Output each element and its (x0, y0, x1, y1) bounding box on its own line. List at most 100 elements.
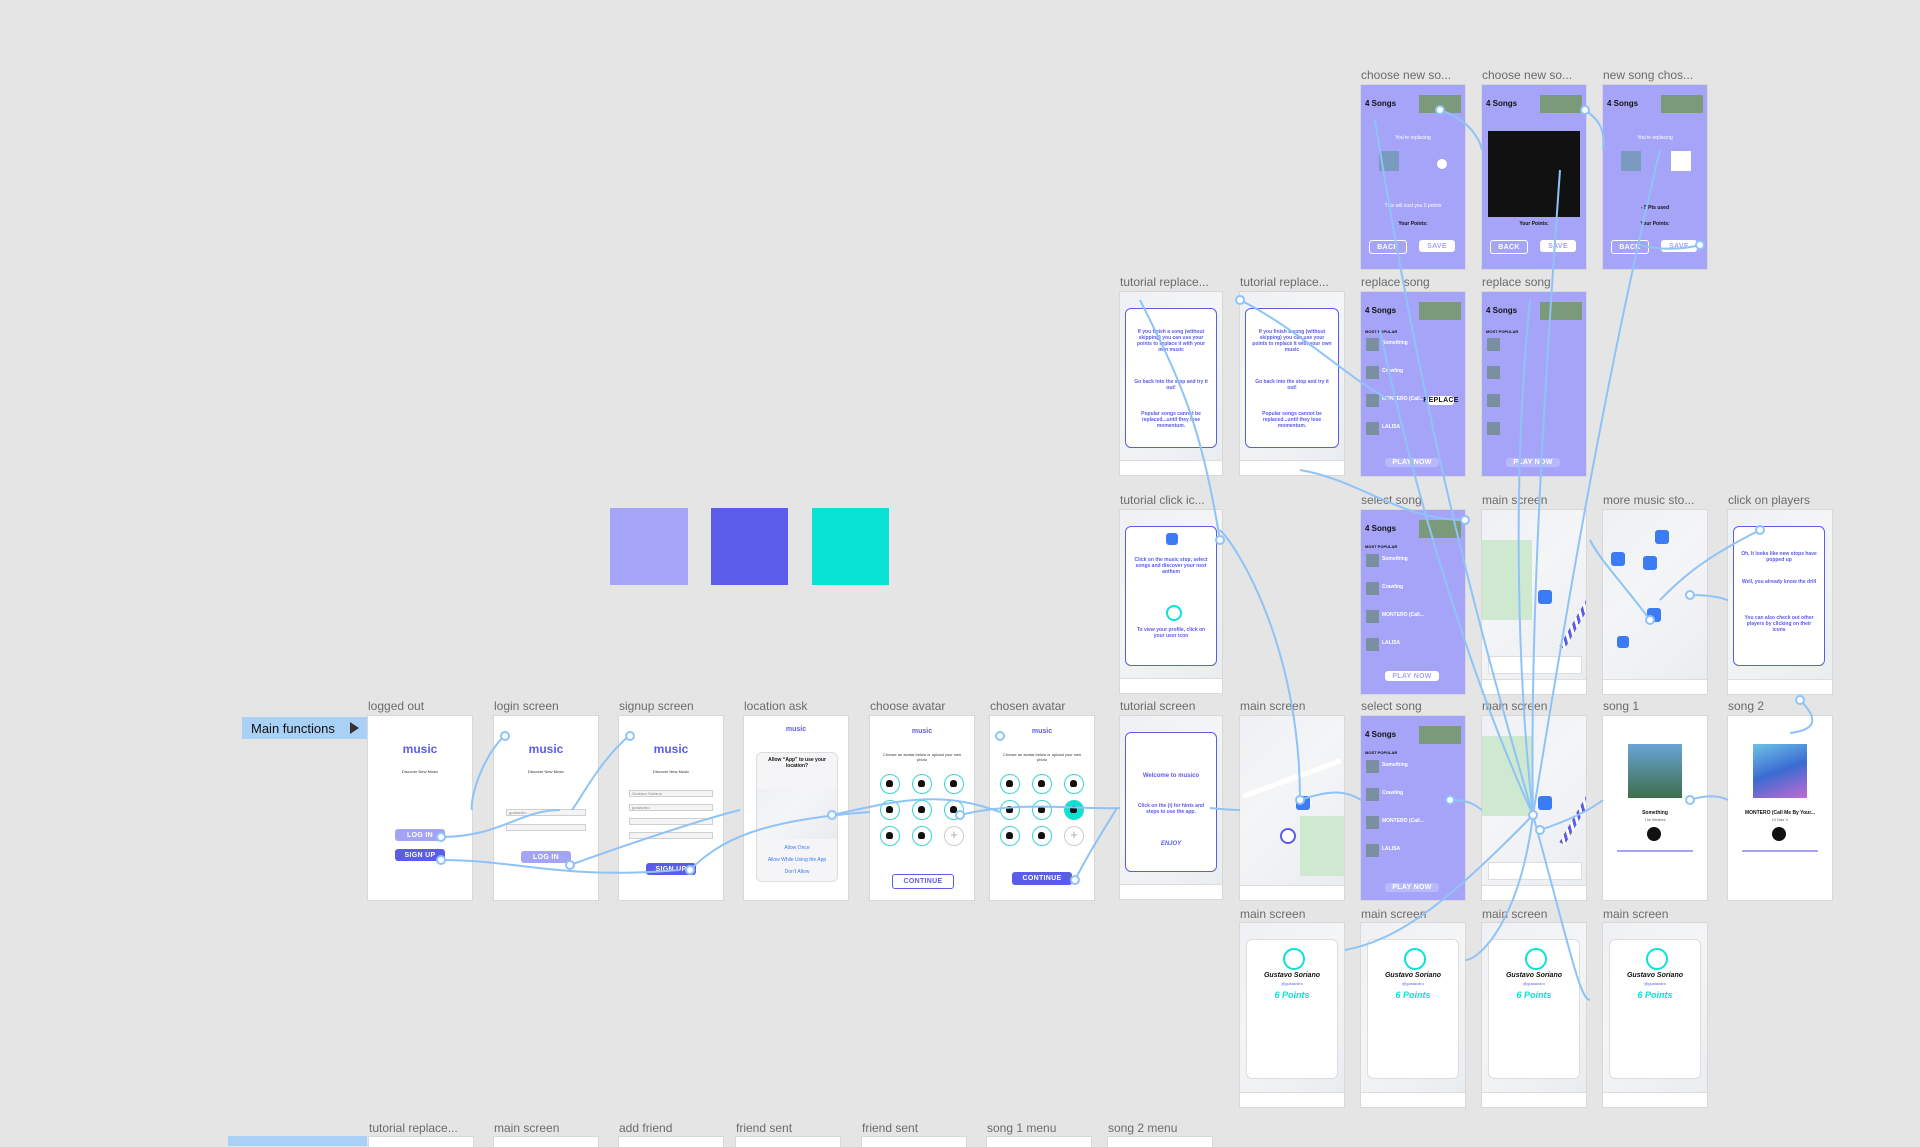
continue-button[interactable]: CONTINUE (892, 874, 954, 889)
frame-label[interactable]: main screen (1482, 907, 1548, 921)
avatar-option[interactable] (1000, 800, 1020, 820)
song-row[interactable]: LALISA (1364, 420, 1462, 438)
username-field[interactable]: gustavdro (629, 804, 713, 811)
song-row[interactable]: LALISA (1364, 636, 1462, 654)
avatar-option-selected[interactable] (1064, 800, 1084, 820)
add-song-icon[interactable] (1437, 159, 1447, 169)
back-button[interactable]: BACK (1490, 240, 1528, 254)
song-row[interactable]: LALISA (1364, 842, 1462, 860)
replace-button[interactable]: REPLACE (1423, 396, 1459, 405)
frame-label[interactable]: tutorial screen (1120, 699, 1196, 713)
song-row[interactable]: Something (1364, 552, 1462, 570)
play-now-button[interactable]: PLAY NOW (1385, 671, 1439, 681)
song-row[interactable]: Crawling (1364, 786, 1462, 804)
frame-bottom[interactable] (619, 1137, 723, 1147)
allow-once-button[interactable]: Allow Once (784, 845, 810, 851)
frame-label[interactable]: song 2 (1728, 699, 1765, 713)
frame-label[interactable]: choose new so... (1361, 68, 1452, 82)
frame-tutorial-replace[interactable]: If you finish a song (without skipping) … (1240, 292, 1344, 475)
frame-profile[interactable]: Gustavo Soriano @gustavdro 6 Points (1482, 923, 1586, 1107)
avatar-option[interactable] (912, 826, 932, 846)
frame-profile[interactable]: Gustavo Soriano @gustavdro 6 Points (1603, 923, 1707, 1107)
frame-label[interactable]: chosen avatar (990, 699, 1066, 713)
frame-bottom[interactable] (1108, 1137, 1212, 1147)
frame-label[interactable]: signup screen (619, 699, 694, 713)
section-label-main-functions[interactable]: Main functions (242, 717, 367, 739)
frame-label[interactable]: tutorial replace... (369, 1121, 458, 1135)
frame-label[interactable]: tutorial replace... (1240, 275, 1329, 289)
pause-button[interactable] (1647, 827, 1661, 841)
now-playing-bar[interactable] (1488, 862, 1582, 880)
frame-bottom[interactable] (862, 1137, 966, 1147)
frame-label[interactable]: choose avatar (870, 699, 946, 713)
frame-profile[interactable]: Gustavo Soriano @gustavdro 6 Points (1240, 923, 1344, 1107)
song-row[interactable]: MONTERO (Call...REPLACE (1364, 392, 1462, 410)
song-row[interactable]: MONTERO (Call... (1364, 608, 1462, 626)
pause-button[interactable] (1772, 827, 1786, 841)
frame-main-screen-map[interactable] (1482, 510, 1586, 694)
dont-allow-button[interactable]: Don’t Allow (784, 869, 810, 875)
frame-label[interactable]: select song (1361, 493, 1422, 507)
avatar-option[interactable] (1032, 800, 1052, 820)
avatar-option[interactable] (1032, 826, 1052, 846)
signup-button[interactable]: SIGN UP (395, 849, 445, 861)
song-row[interactable] (1485, 420, 1583, 438)
signup-button[interactable]: SIGN UP (646, 863, 696, 875)
avatar-option[interactable] (880, 774, 900, 794)
song-row[interactable]: MONTERO (Call... (1364, 814, 1462, 832)
color-swatch-lavender[interactable] (610, 508, 688, 585)
avatar-option[interactable] (1064, 774, 1084, 794)
frame-song-1[interactable]: Something The Beatles (1603, 716, 1707, 900)
back-button[interactable]: BACK (1369, 240, 1407, 254)
frame-signup-screen[interactable]: music Discover New Music Gustavo Soriano… (619, 716, 723, 900)
music-stop-icon[interactable] (1296, 796, 1310, 810)
save-button[interactable]: SAVE (1419, 240, 1455, 252)
avatar-option[interactable] (1032, 774, 1052, 794)
song-picker-list[interactable] (1488, 131, 1580, 217)
frame-label[interactable]: main screen (1361, 907, 1427, 921)
play-now-button[interactable]: PLAY NOW (1506, 458, 1560, 467)
frame-label[interactable]: tutorial click ic... (1120, 493, 1205, 507)
song-row[interactable]: Something (1364, 336, 1462, 354)
frame-more-music-stops[interactable] (1603, 510, 1707, 694)
music-stop-icon[interactable] (1538, 590, 1552, 604)
progress-bar[interactable] (1742, 850, 1818, 852)
upload-photo-icon[interactable]: + (944, 826, 964, 846)
music-stop-icon[interactable] (1643, 556, 1657, 570)
frame-main-screen-map[interactable] (1240, 716, 1344, 900)
frame-choose-avatar[interactable]: music Choose an avatar below or upload y… (870, 716, 974, 900)
frame-select-song[interactable]: 4 Songs MOST POPULAR Something Crawling … (1361, 716, 1465, 900)
frame-label[interactable]: main screen (1240, 907, 1306, 921)
frame-label[interactable]: logged out (368, 699, 425, 713)
frame-label[interactable]: song 2 menu (1108, 1121, 1178, 1135)
frame-label[interactable]: main screen (1603, 907, 1669, 921)
frame-label[interactable]: more music sto... (1603, 493, 1695, 507)
frame-label[interactable]: friend sent (862, 1121, 919, 1135)
play-now-button[interactable]: PLAY NOW (1385, 458, 1439, 467)
login-button[interactable]: LOG IN (395, 829, 445, 841)
frame-label[interactable]: main screen (1482, 699, 1548, 713)
color-swatch-teal[interactable] (812, 508, 889, 585)
frame-bottom[interactable] (369, 1137, 473, 1147)
music-stop-icon[interactable] (1647, 608, 1661, 622)
play-prototype-icon[interactable] (350, 722, 359, 734)
frame-label[interactable]: main screen (1240, 699, 1306, 713)
continue-button[interactable]: CONTINUE (1012, 872, 1072, 885)
login-button[interactable]: LOG IN (521, 851, 571, 863)
frame-replace-song[interactable]: 4 Songs MOST POPULAR Something Crawling … (1361, 292, 1465, 476)
password-field[interactable] (506, 824, 586, 831)
avatar-option[interactable] (944, 774, 964, 794)
avatar-option[interactable] (880, 826, 900, 846)
frame-label[interactable]: tutorial replace... (1120, 275, 1209, 289)
frame-choose-new-song[interactable]: 4 Songs You're replacing This will cost … (1361, 85, 1465, 269)
frame-label[interactable]: login screen (494, 699, 559, 713)
upload-photo-icon[interactable]: + (1064, 826, 1084, 846)
username-field[interactable]: gustavdro (506, 809, 586, 816)
name-field[interactable]: Gustavo Soriano (629, 790, 713, 797)
now-playing-bar[interactable] (1488, 656, 1582, 674)
color-swatch-indigo[interactable] (711, 508, 788, 585)
song-row[interactable] (1485, 364, 1583, 382)
song-row[interactable]: Something (1364, 758, 1462, 776)
avatar-option[interactable] (912, 774, 932, 794)
frame-label[interactable]: choose new so... (1482, 68, 1573, 82)
